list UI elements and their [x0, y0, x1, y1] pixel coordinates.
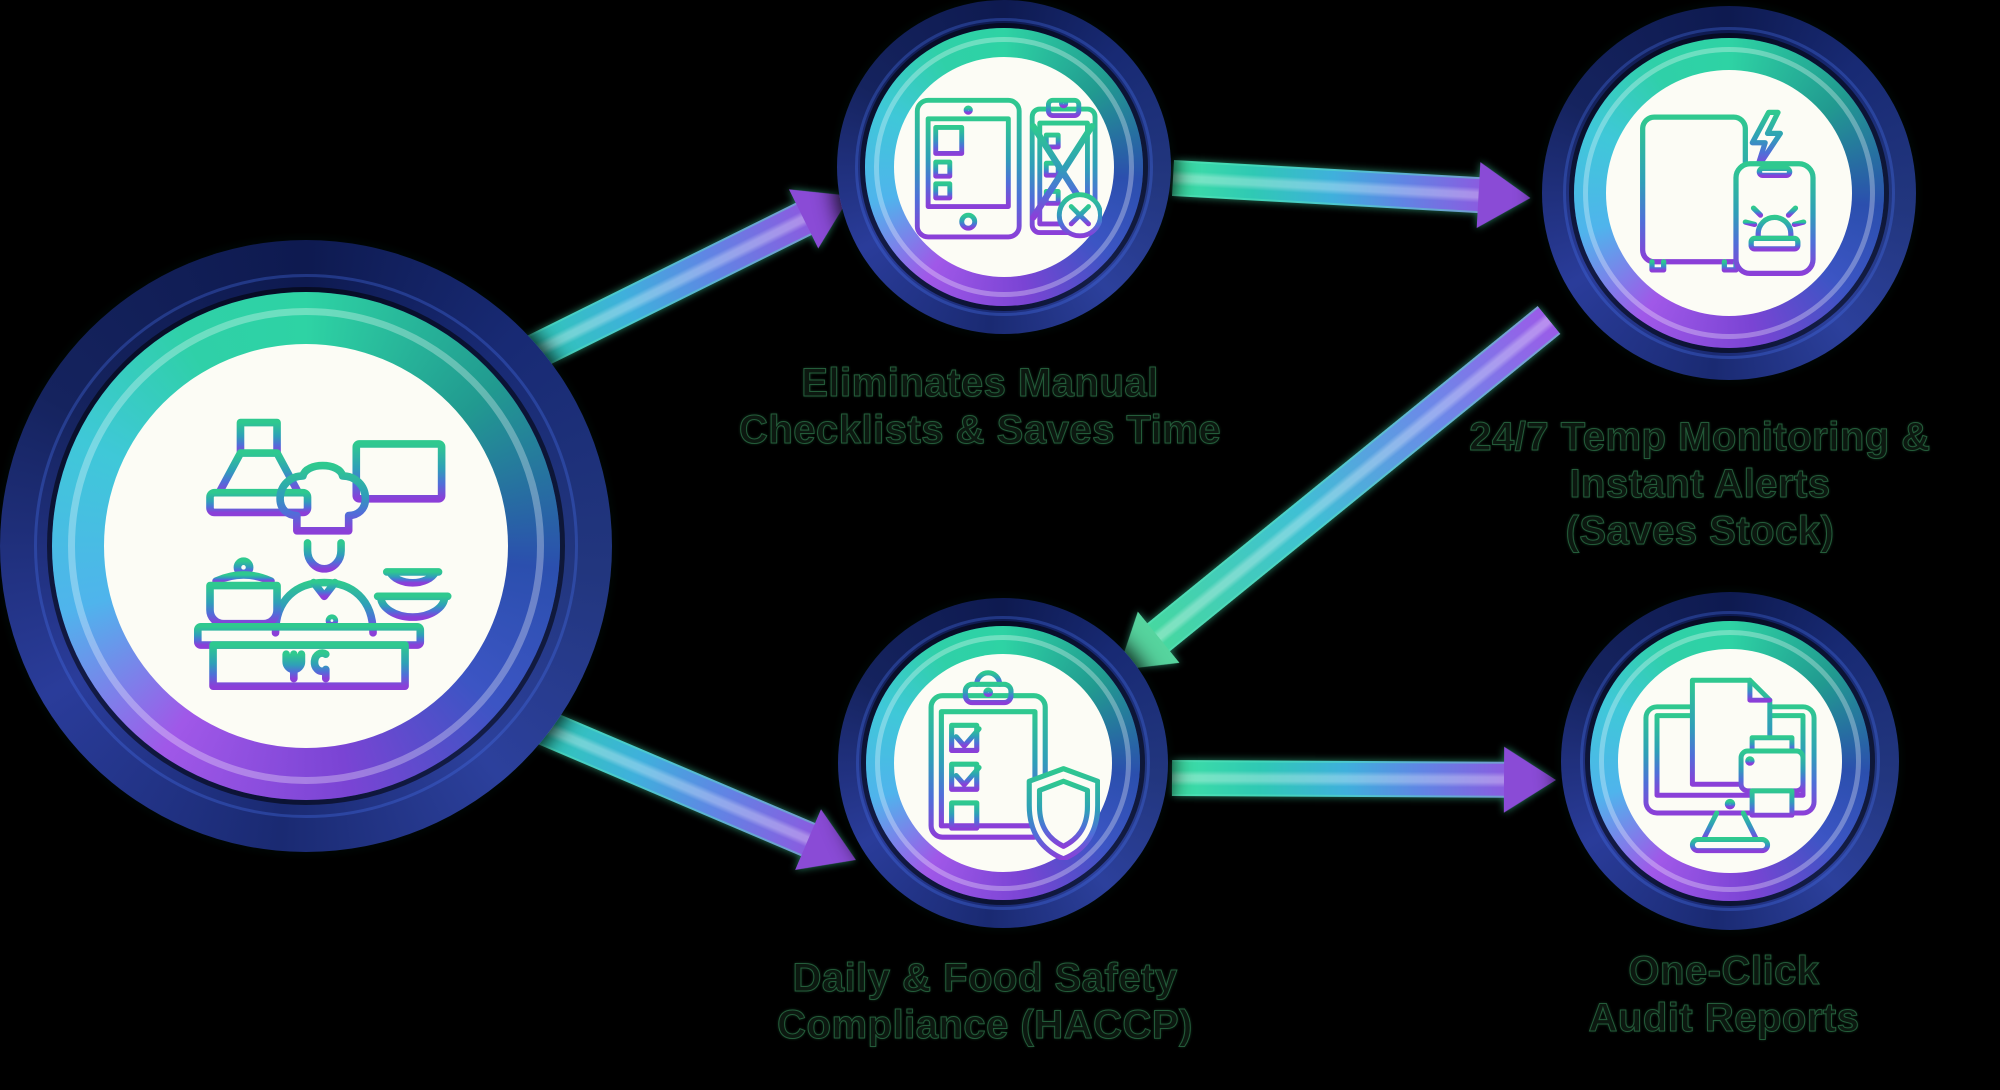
bowls-icon — [373, 568, 452, 621]
caption-line: 24/7 Temp Monitoring & — [1469, 415, 1931, 460]
caption-line: Compliance (HACCP) — [777, 1003, 1193, 1048]
shield-icon — [1026, 766, 1100, 860]
caption-line: One-Click — [1628, 949, 1820, 994]
crossed-clipboard-icon — [1029, 97, 1098, 236]
x-circle-icon — [1056, 192, 1102, 239]
caption-audit-reports: One-Click Audit Reports — [1444, 948, 2000, 1042]
caption-line: Audit Reports — [1588, 996, 1860, 1041]
node-face — [1605, 69, 1853, 317]
node-audit-reports — [1561, 592, 1899, 930]
arrow-shaft — [1171, 760, 1507, 798]
fridge-alert-phone-icon — [1640, 109, 1816, 276]
caption-line: (Saves Stock) — [1565, 509, 1835, 554]
cooking-pot-icon — [194, 557, 294, 628]
caption-food-safety-compliance: Daily & Food Safety Compliance (HACCP) — [705, 955, 1265, 1049]
arrowhead-icon — [1476, 162, 1533, 231]
caption-line: Daily & Food Safety — [792, 956, 1178, 1001]
fridge-icon — [1640, 113, 1748, 273]
caption-eliminate-checklists: Eliminates Manual Checklists & Saves Tim… — [700, 360, 1260, 454]
kitchen-chef-icon — [194, 418, 452, 690]
arrow-shaft — [1171, 160, 1482, 214]
counter-icon — [194, 622, 425, 690]
haccp-clipboard-shield-icon — [928, 670, 1100, 860]
alert-phone-icon — [1733, 160, 1816, 276]
caption-line: Checklists & Saves Time — [738, 408, 1222, 453]
node-face — [104, 344, 508, 748]
arrow-compliance-to-audit — [1171, 746, 1557, 814]
printer-icon — [1738, 735, 1806, 818]
wall-cabinet-icon — [352, 440, 446, 503]
node-face — [1618, 649, 1842, 873]
caption-line: Instant Alerts — [1569, 462, 1831, 507]
tablet-icon — [914, 97, 1022, 240]
node-food-safety-compliance — [838, 598, 1168, 928]
caption-line: Eliminates Manual — [801, 361, 1159, 406]
node-temp-monitoring — [1542, 6, 1916, 380]
checklist-clipboard-icon — [928, 670, 1048, 840]
extractor-hood-icon — [206, 418, 312, 517]
node-eliminate-checklists — [837, 0, 1171, 334]
tablet-checklist-icon — [914, 97, 1102, 240]
node-face — [893, 56, 1115, 278]
lightning-icon — [1749, 109, 1783, 171]
arrow-checklists-to-temp — [1171, 160, 1533, 231]
node-kitchen-start — [0, 240, 612, 852]
audit-monitor-printer-icon — [1643, 677, 1817, 854]
caption-temp-monitoring: 24/7 Temp Monitoring & Instant Alerts (S… — [1420, 414, 1980, 555]
arrowhead-icon — [1503, 746, 1557, 814]
node-face — [894, 654, 1112, 872]
chef-icon — [271, 461, 377, 637]
